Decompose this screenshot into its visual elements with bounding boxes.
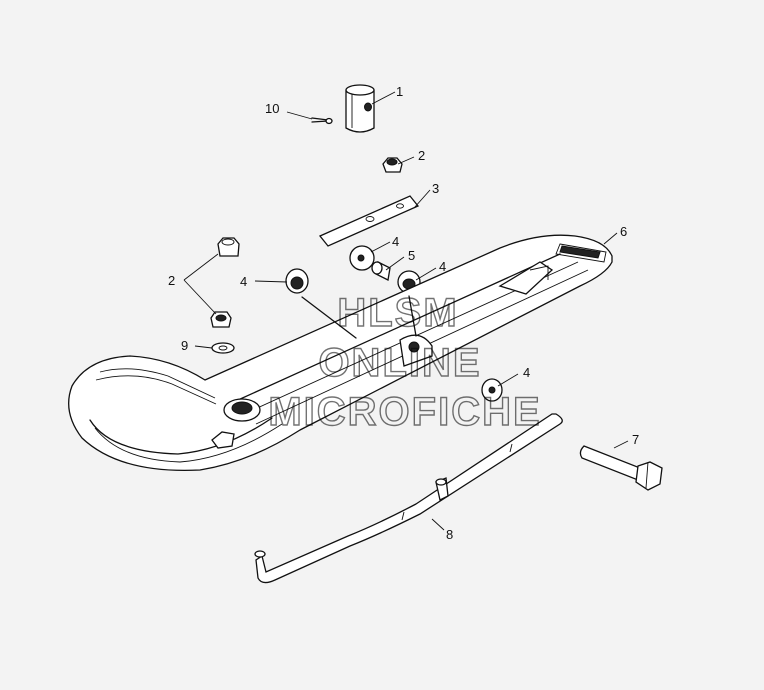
leader-lines — [183, 91, 629, 531]
part-8-runner — [254, 413, 563, 584]
part-4-washer-lower — [481, 378, 503, 402]
callout-8: 8 — [446, 527, 453, 542]
callout-4-left: 4 — [240, 274, 247, 289]
part-5-bushing — [371, 261, 391, 281]
callout-9: 9 — [181, 338, 188, 353]
part-4-washer-top — [349, 245, 375, 271]
callout-3: 3 — [432, 181, 439, 196]
watermark-line-3: MICROFICHE — [268, 390, 541, 434]
watermark-line-2: ONLINE — [318, 341, 481, 385]
part-2-nut-left-bottom — [210, 311, 232, 328]
callout-4-lower: 4 — [523, 365, 530, 380]
callout-labels: 1 2 2 3 4 4 4 4 5 6 7 8 9 10 — [168, 84, 639, 542]
callout-5: 5 — [408, 248, 415, 263]
callout-4-top: 4 — [392, 234, 399, 249]
part-7-bolt — [579, 445, 663, 491]
part-9-washer — [211, 342, 235, 354]
part-4-washer-left — [285, 268, 309, 294]
part-6-ski — [68, 234, 613, 472]
watermark: HLSM ONLINE MICROFICHE — [268, 290, 541, 434]
part-10-cotter-pin — [311, 117, 333, 125]
part-2-nut-left-top — [217, 237, 240, 257]
part-3-plate — [318, 195, 420, 247]
callout-2-top: 2 — [418, 148, 425, 163]
part-2-nut-upper — [382, 157, 403, 173]
callout-1: 1 — [396, 84, 403, 99]
callout-6: 6 — [620, 224, 627, 239]
callout-7: 7 — [632, 432, 639, 447]
watermark-line-1: HLSM — [337, 291, 458, 335]
callout-2-left: 2 — [168, 273, 175, 288]
callout-4-right: 4 — [439, 259, 446, 274]
callout-10: 10 — [265, 101, 279, 116]
part-1-spindle-sleeve — [345, 84, 375, 133]
